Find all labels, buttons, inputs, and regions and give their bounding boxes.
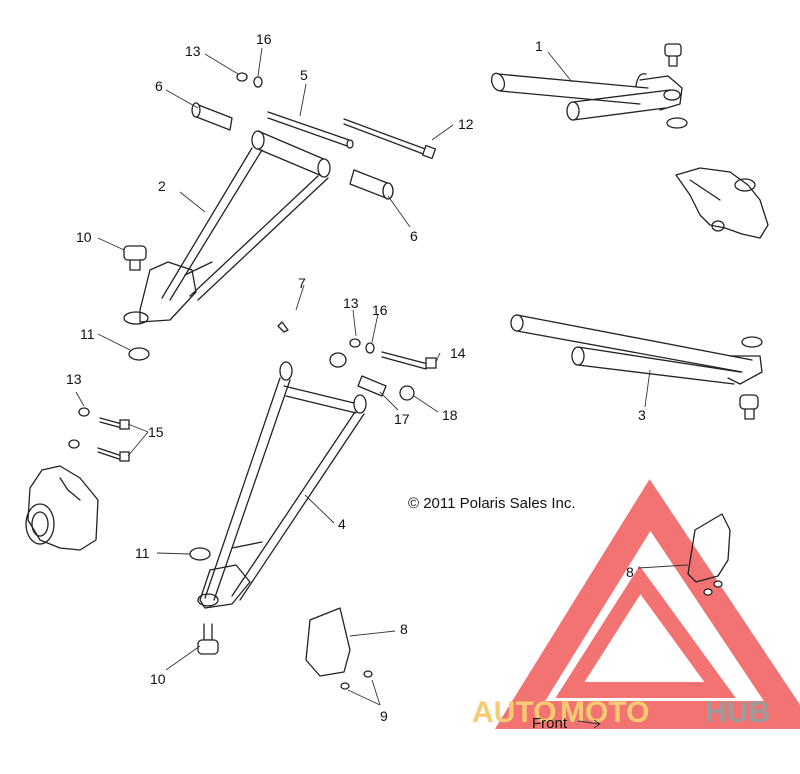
callout-6-upper: 6 (155, 78, 163, 94)
part-lower-right-arm (510, 314, 763, 385)
callout-6-lower: 6 (410, 228, 418, 244)
part-guard-plate-8-center (305, 607, 351, 677)
callout-labels: 1 2 3 4 5 6 6 7 8 8 9 10 10 11 11 12 13 … (66, 31, 646, 724)
part-guard-plate-8-right (687, 513, 731, 596)
part-screws-9 (340, 670, 373, 690)
callout-17: 17 (394, 411, 410, 427)
callout-18: 18 (442, 407, 458, 423)
callout-7: 7 (298, 275, 306, 291)
part-pivot-pin-5 (267, 111, 354, 149)
callout-11-lower: 11 (135, 545, 150, 561)
watermark-text-auto: AUTO (472, 696, 556, 729)
part-ball-joint-10-upper (123, 245, 147, 271)
part-lower-left-a-arm (197, 361, 367, 609)
callout-8-center: 8 (400, 621, 408, 637)
callout-8-right: 8 (626, 564, 634, 580)
callout-10-lower: 10 (150, 671, 166, 687)
part-ring-11-upper (128, 347, 150, 361)
part-bolts-15 (68, 407, 130, 462)
part-bushing-6-lower (349, 169, 394, 200)
callout-11-upper: 11 (80, 326, 95, 342)
watermark-logo: AUTO MOTO HUB (472, 479, 800, 729)
callout-2: 2 (158, 178, 166, 194)
part-hardware-mid (329, 338, 437, 401)
callout-12: 12 (458, 116, 474, 132)
part-ball-joint-lower-right (739, 394, 759, 420)
callout-13-left: 13 (66, 371, 82, 387)
part-ball-joint-top (664, 43, 688, 129)
part-upper-left-a-arm (123, 130, 331, 325)
callout-15: 15 (148, 424, 164, 440)
watermark-text-moto: MOTO (560, 696, 649, 729)
copyright-text: © 2011 Polaris Sales Inc. (408, 495, 576, 512)
part-nut-13-top (236, 72, 263, 88)
front-arrow (577, 719, 601, 729)
part-steering-knuckle-left (25, 465, 99, 551)
part-ring-11-lower (189, 547, 211, 561)
callout-4: 4 (338, 516, 346, 532)
callout-leaders (75, 47, 689, 706)
callout-16-top: 16 (256, 31, 272, 47)
front-label: Front (532, 715, 568, 732)
part-steering-knuckle-right (675, 167, 769, 239)
callout-16-mid: 16 (372, 302, 388, 318)
callout-14: 14 (450, 345, 466, 361)
callout-13-mid: 13 (343, 295, 359, 311)
callout-13-top: 13 (185, 43, 201, 59)
callout-1: 1 (535, 38, 543, 54)
part-upper-right-a-arm (490, 72, 683, 121)
callout-10-upper: 10 (76, 229, 92, 245)
watermark-text-hub: HUB (705, 696, 770, 729)
callout-3: 3 (638, 407, 646, 423)
part-bushing-6-upper (191, 102, 233, 131)
part-bolt-12 (343, 118, 437, 160)
part-fastener-7 (277, 321, 289, 333)
callout-9: 9 (380, 708, 388, 724)
callout-5: 5 (300, 67, 308, 83)
part-ball-joint-10-lower (197, 623, 219, 655)
